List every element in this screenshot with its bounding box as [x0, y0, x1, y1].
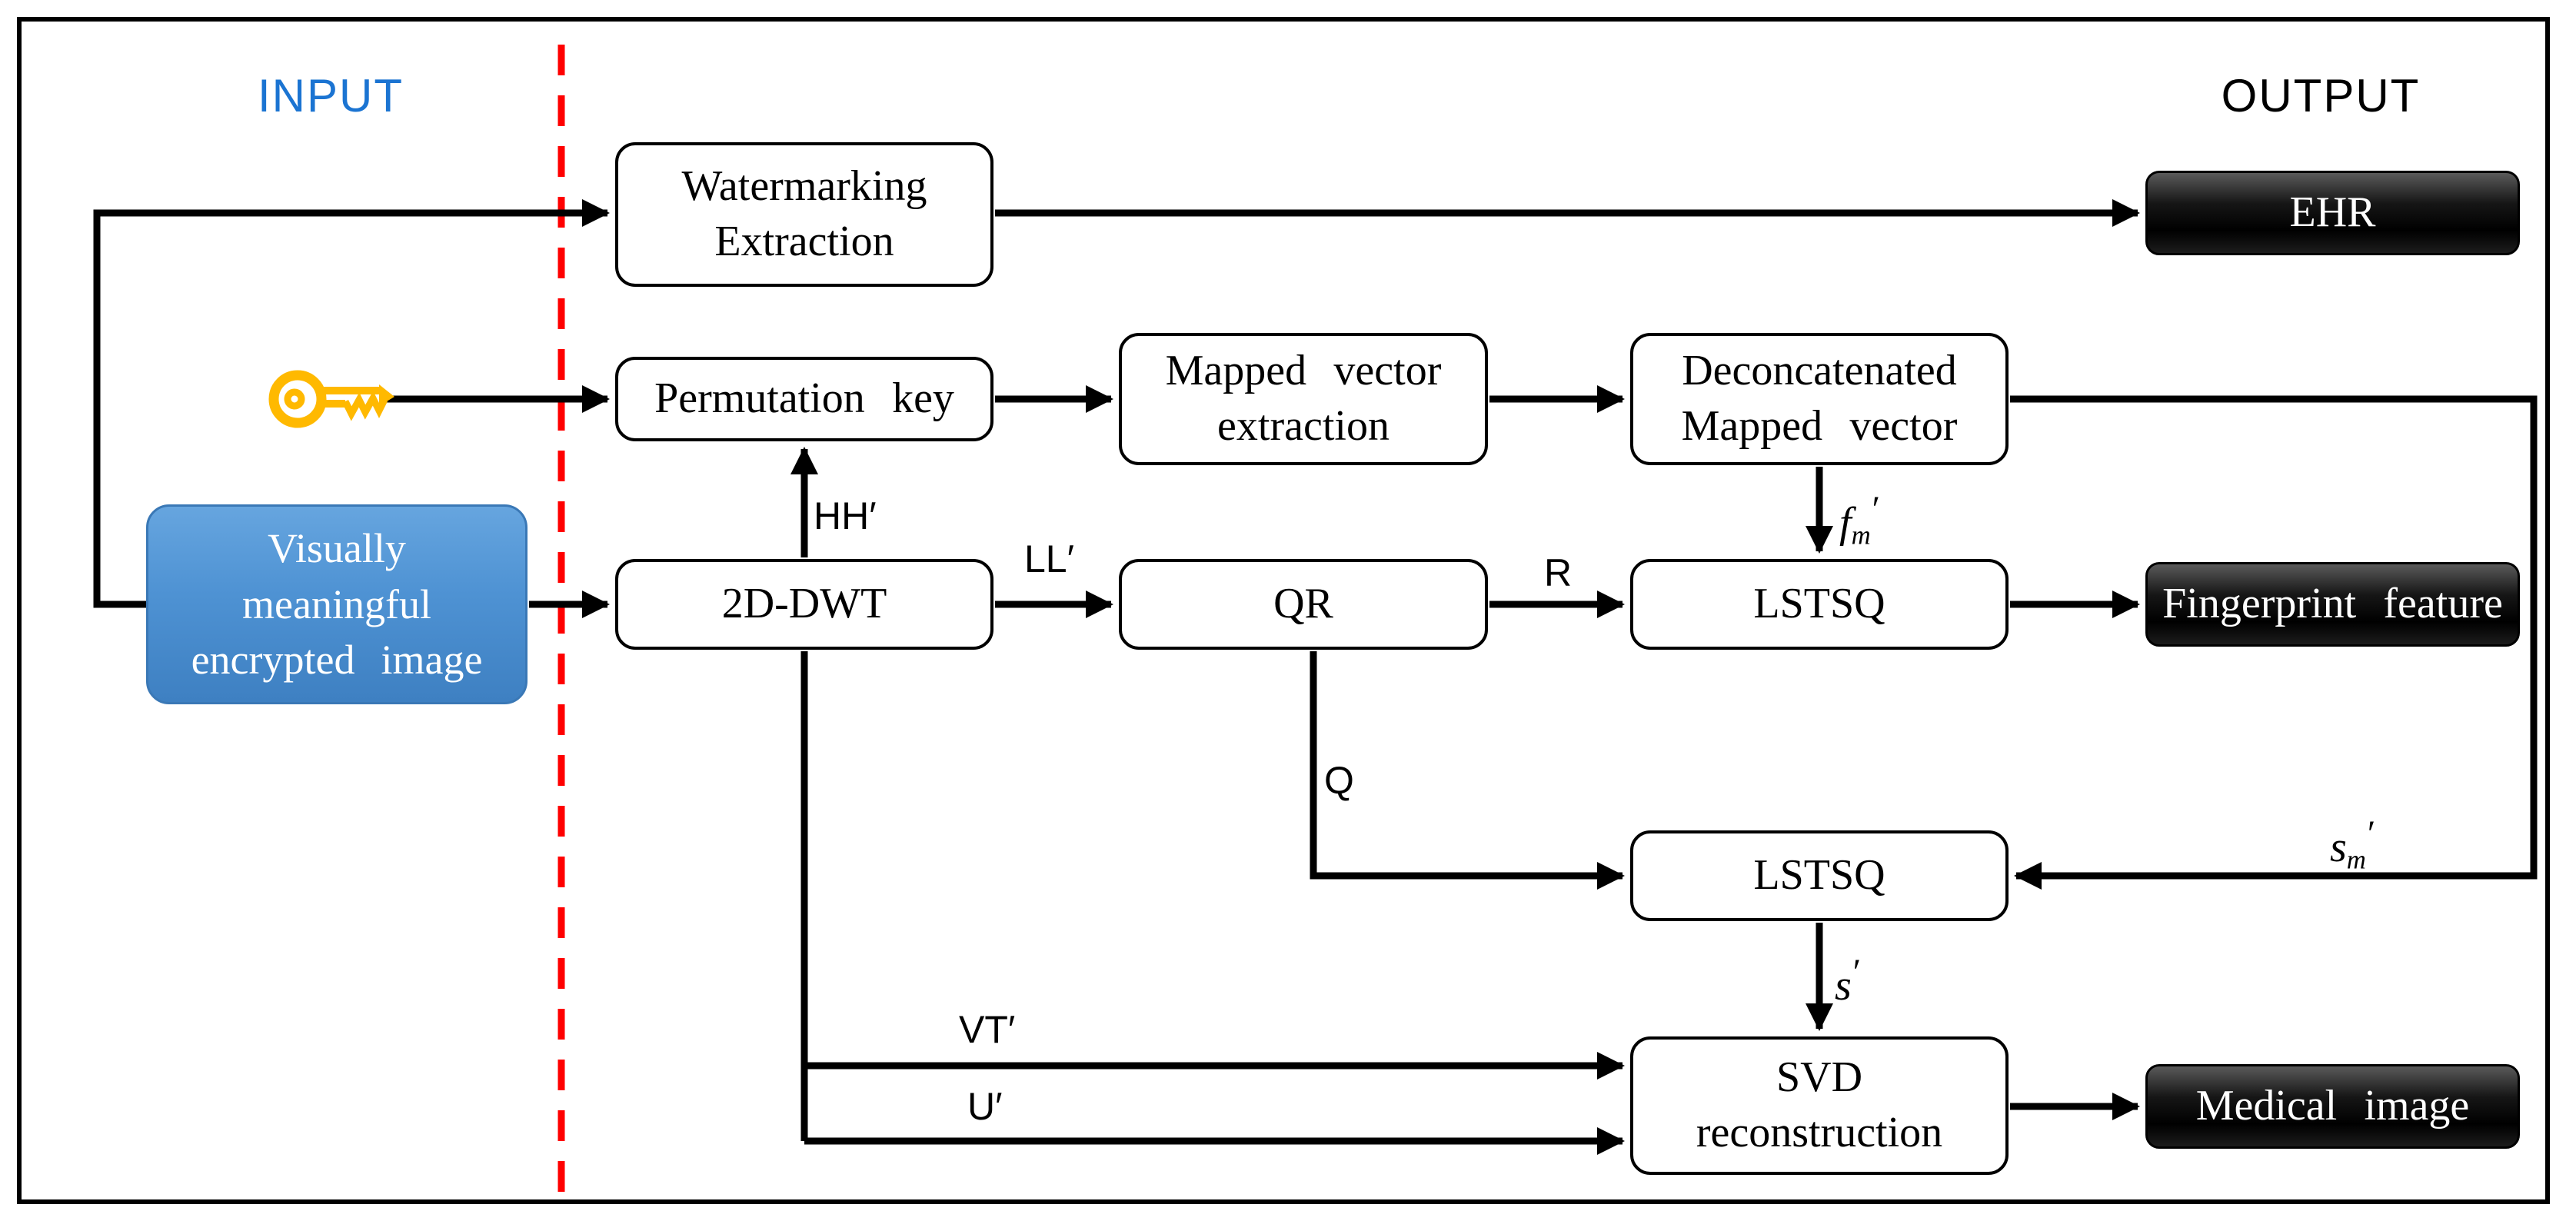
edge-label-r: R: [1544, 551, 1573, 594]
edge-label-sm: sm′: [2330, 813, 2375, 876]
node-svd-reconstruction: SVD reconstruction: [1630, 1036, 2009, 1175]
math-subscript: m: [2346, 844, 2366, 875]
edge-label-hh: HH′: [814, 494, 877, 537]
output-box-medical-image: Medical image: [2145, 1064, 2520, 1149]
math-prime: ′: [2367, 814, 2376, 854]
node-label: Visually: [268, 524, 406, 571]
node-watermarking-extraction: Watermarking Extraction: [615, 142, 993, 287]
output-box-ehr: EHR: [2145, 171, 2520, 255]
node-deconcatenated-mapped-vector: Deconcatenated Mapped vector: [1630, 333, 2009, 465]
node-permutation-key: Permutation key: [615, 357, 993, 441]
output-section-label: OUTPUT: [2221, 70, 2421, 121]
node-label: Extraction: [714, 218, 894, 265]
edge-label-vt: VT′: [959, 1008, 1016, 1051]
node-label: encrypted image: [191, 637, 483, 684]
edge-label-q: Q: [1324, 759, 1354, 802]
edge-image-to-watermarking: [93, 199, 610, 608]
node-label: extraction: [1217, 402, 1390, 450]
node-lstsq-2: LSTSQ: [1630, 830, 2009, 921]
node-label: LSTSQ: [1753, 580, 1885, 628]
math-base: s: [2330, 823, 2347, 871]
edge-label-s: s′: [1835, 952, 1861, 1010]
edge-q-qr-to-lstsq2: [1310, 651, 1625, 890]
node-label: SVD: [1776, 1053, 1863, 1102]
node-visually-meaningful-encrypted-image: Visually meaningful encrypted image: [146, 504, 528, 704]
node-label: reconstruction: [1696, 1109, 1943, 1156]
node-label: Mapped vector: [1681, 402, 1958, 450]
node-label: EHR: [2289, 188, 2376, 237]
node-label: Fingerprint feature: [2162, 580, 2503, 628]
node-label: LSTSQ: [1753, 851, 1885, 900]
output-box-fingerprint-feature: Fingerprint feature: [2145, 562, 2520, 647]
node-label: Mapped vector: [1165, 347, 1442, 395]
math-base: f: [1839, 498, 1852, 547]
node-lstsq-1: LSTSQ: [1630, 559, 2009, 650]
node-label: Watermarking: [681, 162, 927, 211]
node-mapped-vector-extraction: Mapped vector extraction: [1119, 333, 1488, 465]
node-2d-dwt: 2D-DWT: [615, 559, 993, 650]
math-prime: ′: [1872, 490, 1881, 530]
node-label: Medical image: [2195, 1082, 2470, 1130]
edge-label-ll: LL′: [1024, 537, 1074, 581]
math-subscript: m: [1851, 520, 1871, 551]
edge-label-u: U′: [967, 1085, 1003, 1128]
math-base: s: [1835, 961, 1852, 1010]
node-label: Permutation key: [654, 374, 954, 423]
node-label: 2D-DWT: [721, 580, 887, 628]
key-icon: [268, 370, 394, 428]
node-label: meaningful: [242, 581, 431, 627]
node-qr: QR: [1119, 559, 1488, 650]
node-label: Deconcatenated: [1682, 347, 1957, 395]
edge-label-fm: fm′: [1839, 489, 1880, 551]
edge-sm-to-lstsq2: [2010, 395, 2538, 890]
input-section-label: INPUT: [258, 70, 404, 121]
math-prime: ′: [1852, 953, 1862, 993]
node-label: QR: [1273, 580, 1333, 628]
